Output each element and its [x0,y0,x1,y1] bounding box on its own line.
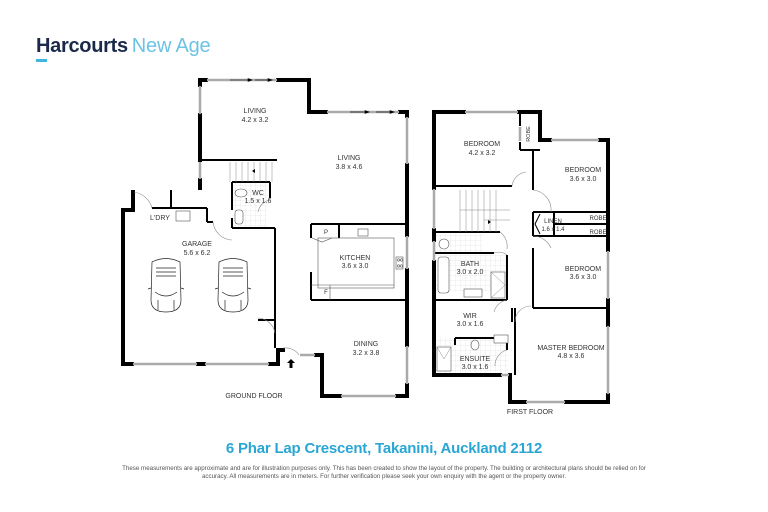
car-icon [147,258,185,313]
room-wc-dims: 1.5 x 1.6 [245,198,272,205]
room-wir-name: WIR [463,313,477,320]
pantry-label: P [324,230,328,236]
room-bedroom-2-dims: 3.6 x 3.0 [570,176,597,183]
room-kitchen-dims: 3.6 x 3.0 [342,263,369,270]
room-dining-dims: 3.2 x 3.8 [353,350,380,357]
first-floor-label: FIRST FLOOR [507,409,553,416]
room-bedroom-3-name: BEDROOM [565,266,601,273]
room-robe-3-name: ROBE [589,230,606,236]
room-bedroom-1-name: BEDROOM [464,141,500,148]
first-floor-plan: BEDROOM 4.2 x 3.2 ROBE BEDROOM 3.6 x 3.0… [432,110,610,416]
fridge-label: F [324,290,328,296]
room-ensuite-name: ENSUITE [460,356,491,363]
room-bath-name: BATH [461,261,479,268]
room-linen-name: LINEN [544,219,562,225]
logo-office: New Age [131,35,211,57]
room-living-2-dims: 3.8 x 4.6 [336,164,363,171]
room-living-2-name: LIVING [338,155,361,162]
room-linen-dims: 1.6 x 1.4 [541,227,565,233]
room-ensuite-dims: 3.0 x 1.6 [462,364,489,371]
room-living-1-name: LIVING [244,108,267,115]
room-bath-dims: 3.0 x 2.0 [457,269,484,276]
property-address: 6 Phar Lap Crescent, Takanini, Auckland … [225,440,543,457]
room-laundry-name: L'DRY [150,215,170,222]
room-bedroom-1-dims: 4.2 x 3.2 [469,150,496,157]
entry-arrow-icon [287,359,295,368]
room-wir-dims: 3.0 x 1.6 [457,321,484,328]
room-wc-name: WC [252,190,264,197]
room-dining-name: DINING [354,341,379,348]
car-icon [214,258,252,313]
room-living-1-dims: 4.2 x 3.2 [242,117,269,124]
ground-floor-label: GROUND FLOOR [225,393,282,400]
ground-floor-plan: LIVING 4.2 x 3.2 LIVING 3.8 x 4.6 WC 1.5… [121,78,409,400]
room-master-bedroom-name: MASTER BEDROOM [537,345,604,352]
disclaimer-text: These measurements are approximate and a… [122,465,646,480]
logo-brand: Harcourts [36,35,128,57]
room-master-bedroom-dims: 4.8 x 3.6 [558,353,585,360]
room-robe-2-name: ROBE [589,216,606,222]
room-robe-1-name: ROBE [526,126,532,142]
room-garage-dims: 5.6 x 6.2 [184,250,211,257]
room-bedroom-3-dims: 3.6 x 3.0 [570,274,597,281]
room-kitchen-name: KITCHEN [340,255,371,262]
room-bedroom-2-name: BEDROOM [565,167,601,174]
room-garage-name: GARAGE [182,241,212,248]
